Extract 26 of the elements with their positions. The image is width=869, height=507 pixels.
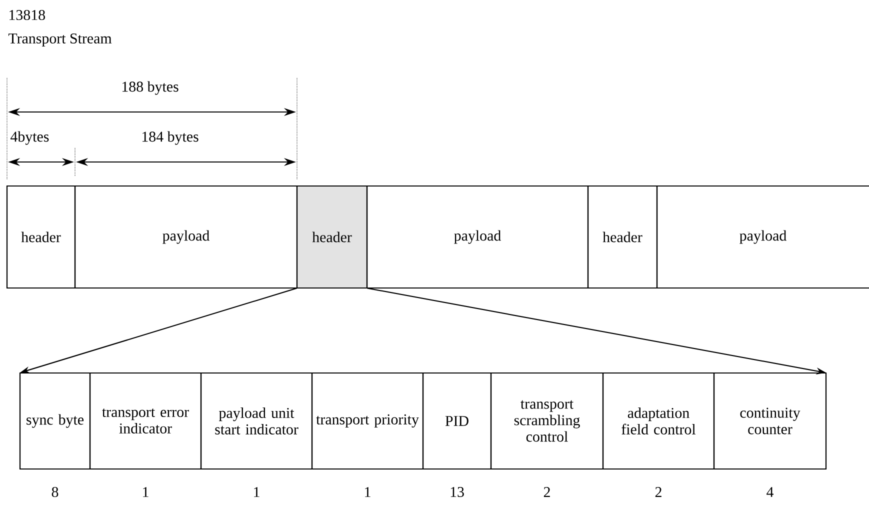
dimension-label: 4bytes [10,131,49,145]
header-field: transport priority [311,372,424,470]
bit-count: 1 [143,487,148,497]
bit-count: 8 [52,486,58,498]
bit-count: 1 [254,487,260,497]
bit-count: 1 [365,487,370,497]
packet-field: header [6,185,76,289]
heading: Transport Stream [8,33,112,47]
bit-count: 13 [450,486,464,497]
dimension-label: 188 bytes [122,81,178,95]
header-field: PID [422,372,492,470]
bit-count: 4 [766,487,774,497]
header-field: transport error indicator [89,372,202,470]
dimension-label: 184 bytes [142,131,198,145]
header-field: continuity counter [713,372,827,470]
header-field: transport scrambling control [490,372,604,470]
packet-field: header [587,185,658,289]
bit-count: 2 [544,487,550,497]
heading: 13818 [10,10,45,20]
bit-count: 2 [655,487,662,497]
header-field: payload unit start indicator [200,372,313,470]
packet-field: payload [366,185,589,289]
packet-field: payload [656,185,869,289]
packet-field: header [296,185,368,289]
header-field: adaptation field control [602,372,715,470]
header-field: sync byte [19,372,91,470]
